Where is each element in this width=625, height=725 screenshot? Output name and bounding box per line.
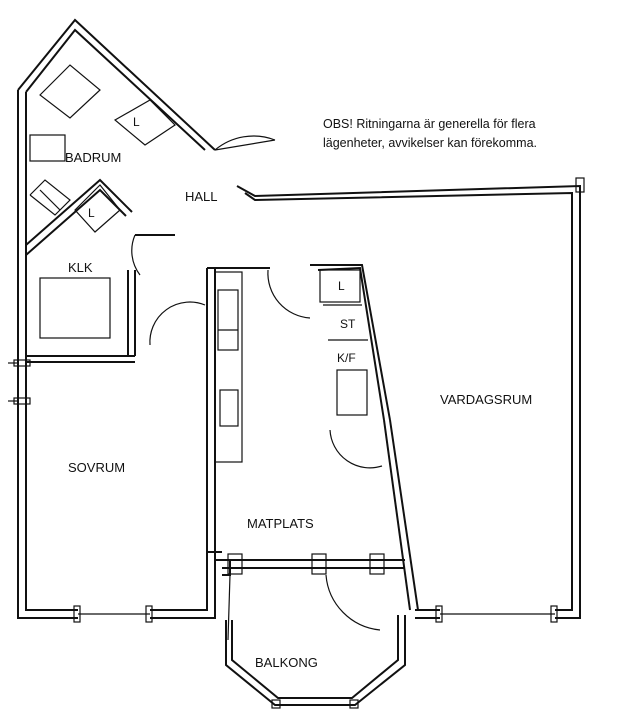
room-label-balkong: BALKONG [255, 655, 318, 670]
room-label-sovrum: SOVRUM [68, 460, 125, 475]
room-label-vardagsrum: VARDAGSRUM [440, 392, 532, 407]
plan-note-line-1: OBS! Ritningarna är generella för flera [323, 117, 536, 131]
outer-walls [8, 18, 585, 623]
bathroom-fixtures [29, 64, 176, 216]
balcony [225, 615, 406, 709]
room-label-hall: HALL [185, 189, 218, 204]
doors [131, 135, 383, 641]
fixture-label-st: ST [340, 317, 356, 331]
fixture-label-badrum-l: L [133, 115, 140, 129]
fixture-label-kitchen-l: L [338, 279, 345, 293]
klk-fixtures [39, 184, 121, 339]
interior-walls [25, 178, 419, 611]
plan-note-line-2: lägenheter, avvikelser kan förekomma. [323, 136, 537, 150]
room-label-klk: KLK [68, 260, 93, 275]
fixture-label-klk-l: L [88, 206, 95, 220]
fixture-label-kf: K/F [337, 351, 356, 365]
room-label-badrum: BADRUM [65, 150, 121, 165]
room-label-matplats: MATPLATS [247, 516, 314, 531]
